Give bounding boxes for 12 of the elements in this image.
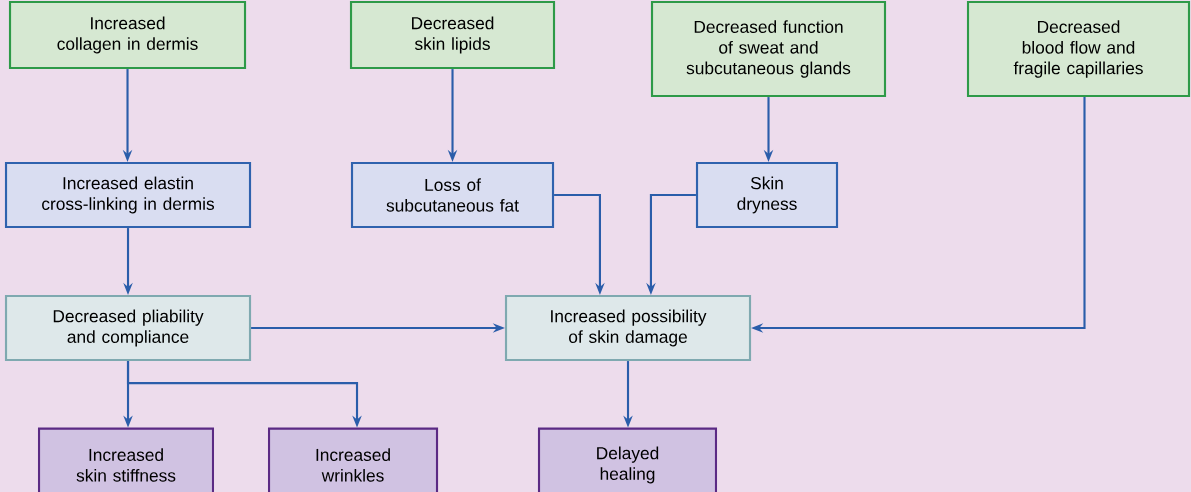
box: Decreased skin lipids bbox=[349, 0, 556, 70]
box: Increased skin stiffness bbox=[37, 427, 215, 492]
box: Decreased function of sweat and subcutaneous glands bbox=[650, 0, 887, 98]
box: Increased possibility of skin damage bbox=[504, 294, 752, 362]
box: Increased elastin cross-linking in dermis bbox=[4, 161, 252, 229]
box: Delayed healing bbox=[537, 427, 718, 492]
box: Increased collagen in dermis bbox=[8, 0, 247, 70]
box: Decreased blood flow and fragile capillaries bbox=[966, 0, 1191, 98]
box: Decreased pliability and compliance bbox=[4, 294, 252, 362]
box: Loss of subcutaneous fat bbox=[350, 161, 555, 229]
box: Skin dryness bbox=[695, 161, 839, 229]
box: Increased wrinkles bbox=[267, 427, 439, 492]
